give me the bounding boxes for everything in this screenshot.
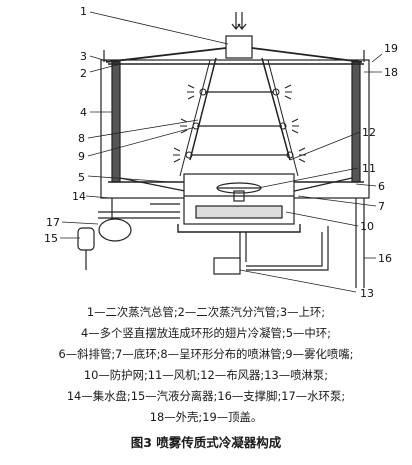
steam-inlet-arrows (231, 12, 247, 30)
callout-18: 18 (384, 66, 398, 79)
callout-8: 8 (78, 132, 85, 145)
callout-17: 17 (46, 216, 60, 229)
finned-condenser-tubes-left (111, 61, 121, 183)
steam-liquid-separator (77, 227, 95, 251)
callout-12: 12 (362, 126, 376, 139)
callout-10: 10 (360, 220, 374, 233)
spray-pump (213, 257, 241, 275)
legend-line-3: 6—斜排管;7—底环;8—呈环形分布的喷淋管;9—雾化喷嘴; (58, 347, 354, 361)
callout-7: 7 (378, 200, 385, 213)
legend-line-1: 1—二次蒸汽总管;2—二次蒸汽分汽管;3—上环; (86, 305, 326, 319)
legend-line-2: 4—多个竖直摆放连成环形的翅片冷凝管;5—中环; (81, 326, 331, 340)
slanted-drain-tubes (119, 177, 191, 193)
callout-15: 15 (44, 232, 58, 245)
protective-mesh (195, 205, 283, 219)
callout-4: 4 (80, 106, 87, 119)
legend-line-6: 18—外壳;19—顶盖。 (149, 410, 263, 424)
figure-caption: 图3 喷雾传质式冷凝器构成 (130, 435, 282, 450)
callout-16: 16 (378, 252, 392, 265)
spray-nozzles (173, 84, 306, 163)
inner-cone (189, 57, 291, 161)
callout-3: 3 (80, 50, 87, 63)
legend-line-4: 10—防护网;11—风机;12—布风器;13—喷淋泵; (83, 368, 329, 382)
callout-14: 14 (72, 190, 86, 203)
secondary-steam-main-pipe (225, 35, 253, 59)
callout-13: 13 (360, 287, 374, 300)
water-collecting-tray (177, 224, 301, 233)
legend-line-5: 14—集水盘;15—汽液分离器;16—支撑脚;17—水环泵; (66, 389, 346, 403)
finned-condenser-tubes-right (351, 61, 361, 183)
callout-1: 1 (80, 5, 87, 18)
callout-19: 19 (384, 42, 398, 55)
callout-leaders (60, 11, 383, 293)
callout-6: 6 (378, 180, 385, 193)
water-ring-pump (98, 218, 132, 242)
callout-2: 2 (80, 67, 87, 80)
callout-9: 9 (78, 150, 85, 163)
condenser-diagram: 1 2 3 4 5 6 7 8 9 10 11 12 13 14 15 16 1… (44, 5, 398, 300)
callout-11: 11 (362, 162, 376, 175)
callout-5: 5 (78, 171, 85, 184)
piping (98, 203, 329, 271)
spray-pipes (191, 91, 289, 156)
